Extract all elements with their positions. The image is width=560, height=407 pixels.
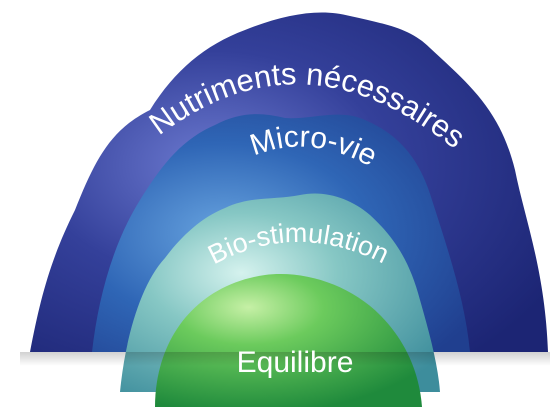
layer-equilibre <box>155 274 422 407</box>
ground-shadow <box>20 352 550 366</box>
label-equilibre: Equilibre <box>237 346 354 379</box>
